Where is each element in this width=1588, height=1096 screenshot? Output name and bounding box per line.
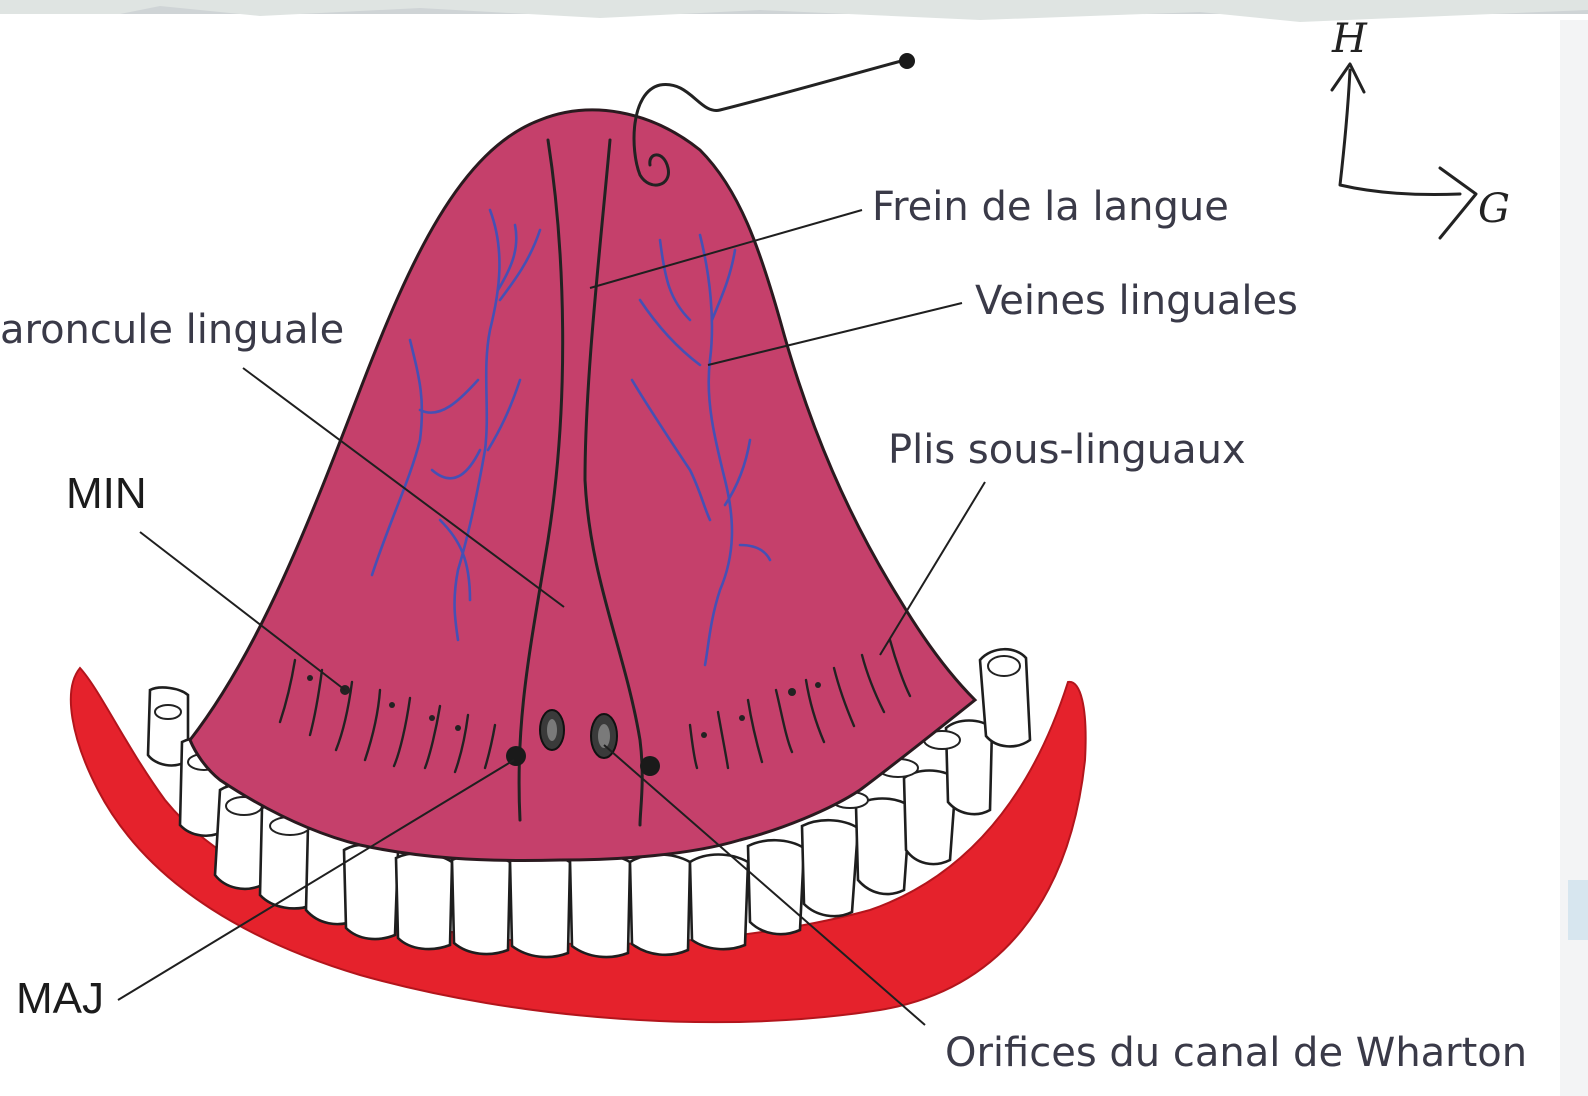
orientation-right-label: G xyxy=(1478,186,1510,232)
label-veines: Veines linguales xyxy=(975,278,1298,324)
label-wharton: Orifices du canal de Wharton xyxy=(945,1030,1527,1076)
label-frein: Frein de la langue xyxy=(872,184,1229,230)
label-caroncule: aroncule linguale xyxy=(0,307,344,353)
right-paper-edge xyxy=(1560,20,1588,1096)
orientation-up-label: H xyxy=(1331,16,1368,62)
arrow-right-icon xyxy=(1440,168,1476,238)
tongue-underside xyxy=(190,110,975,860)
label-plis: Plis sous-linguaux xyxy=(888,427,1246,473)
label-min: MIN xyxy=(66,469,147,518)
label-maj: MAJ xyxy=(16,974,104,1023)
orientation-indicator: H G xyxy=(1331,16,1510,238)
leader-plis xyxy=(880,482,985,655)
